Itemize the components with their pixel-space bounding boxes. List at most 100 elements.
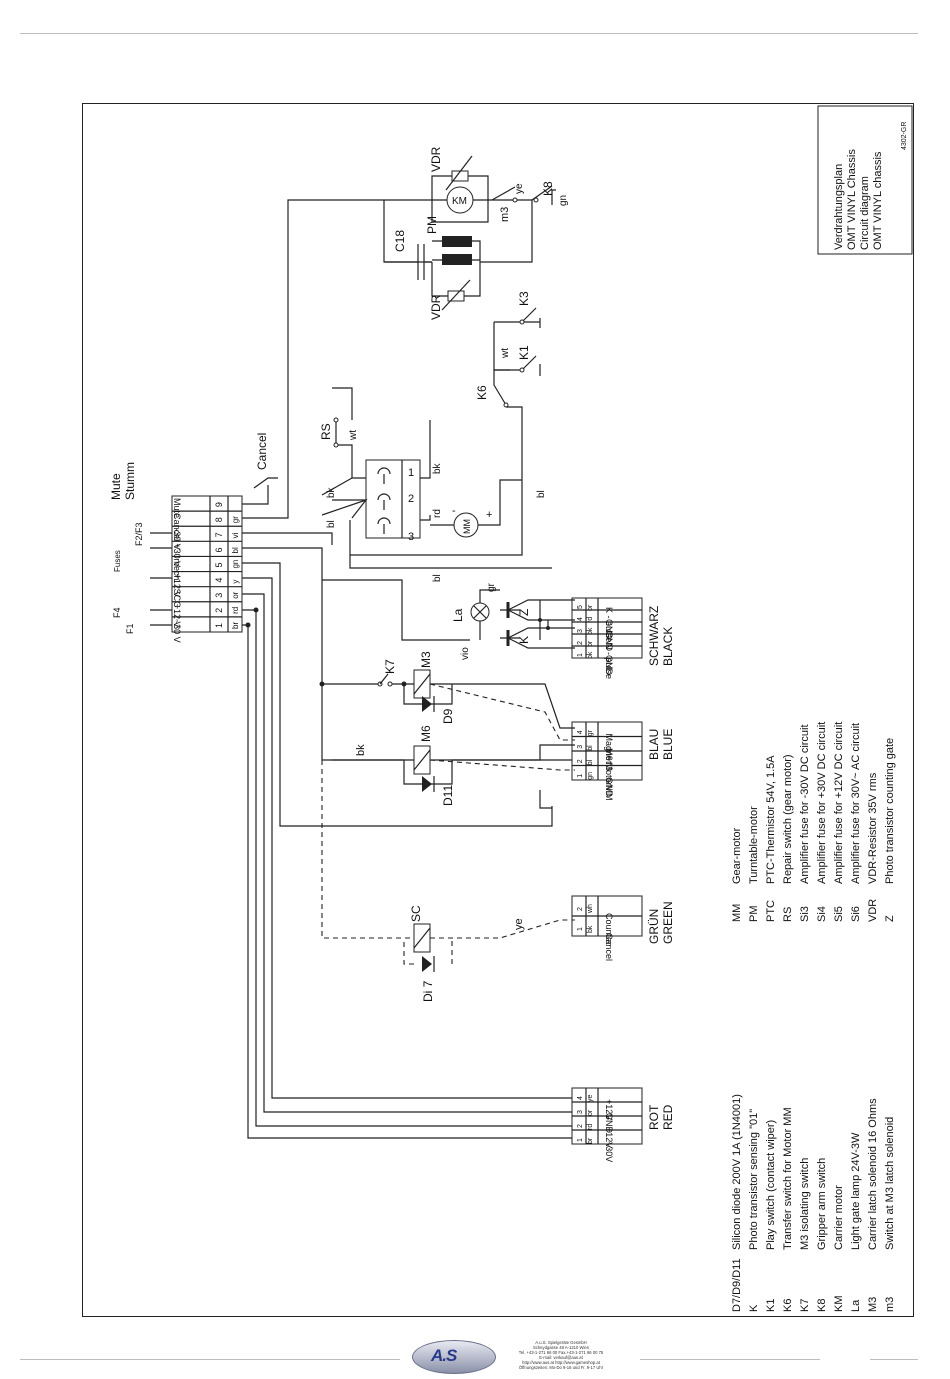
main-pin-3: 3 — [214, 593, 224, 598]
fuse-f2f3: F2/F3 — [134, 522, 144, 546]
wire-gr-cancel — [240, 199, 384, 519]
main-label-8: Cancel — [172, 513, 182, 541]
main-pin-7: 7 — [214, 532, 224, 537]
rot-color-2: rd — [587, 1124, 594, 1130]
legend-left-code-9: m3 — [884, 1297, 896, 1312]
cancel-label: Cancel — [255, 433, 269, 470]
legend-left-text-7: Light gate lamp 24V-3W — [850, 1132, 862, 1250]
schwarz-label-4: GND — [604, 619, 614, 640]
schwarz-pin-3: 3 — [577, 629, 584, 633]
blau-pin-1: 1 — [577, 774, 584, 778]
legend-right-text-9: Photo transistor counting gate — [884, 738, 896, 884]
main-color-3: or — [231, 591, 240, 598]
blau-color-3: bl — [587, 745, 594, 751]
main-color-7: vi — [231, 532, 240, 538]
legend-left-text-5: Gripper arm switch — [816, 1158, 828, 1250]
legend-left-code-4: K7 — [799, 1299, 811, 1312]
legend-right-code-8: VDR — [867, 899, 879, 922]
k3-label: K3 — [517, 291, 531, 306]
schwarz-label-3: GND — [604, 631, 614, 652]
schwarz-label-2: N - pulse — [604, 643, 614, 679]
gruen-label-1: Cancel — [604, 933, 614, 961]
legend-right-text-1: Turntable-motor — [748, 806, 760, 884]
wire-mute — [240, 485, 269, 505]
schwarz-pin-2: 2 — [577, 641, 584, 645]
main-pin-4: 4 — [214, 578, 224, 583]
wire-y-12v — [240, 577, 575, 1099]
title-block-text: Verdrahtungsplan OMT VINYL Chassis Circu… — [833, 149, 884, 250]
schwarz-label: SCHWARZ — [647, 606, 661, 666]
gear-switch-block — [365, 459, 421, 539]
title-line-3: Circuit diagram — [859, 176, 871, 250]
bottom-rule-far-right — [870, 1359, 918, 1360]
legend-left-text-3: Transfer switch for Motor MM — [782, 1107, 794, 1250]
sc-label: SC — [409, 905, 423, 922]
legend-right-text-3: Repair switch (gear motor) — [782, 754, 794, 884]
mm-label: MM — [462, 519, 472, 534]
main-pin-5: 5 — [214, 563, 224, 568]
wt-label-1: wt — [500, 348, 511, 359]
bl-label-1: bl — [326, 520, 337, 528]
legend-right-text-4: Amplifier fuse for -30V DC circuit — [799, 724, 811, 884]
black-label: BLACK — [661, 627, 675, 666]
di7-label: Di 7 — [421, 980, 435, 1002]
mm-plus: + — [486, 509, 492, 521]
rot-pin-4: 4 — [577, 1096, 584, 1100]
main-color-6: bl — [231, 547, 240, 553]
footer-line-1: A.u.S. Spielgeräte GesmbH — [535, 1340, 587, 1345]
green-label: GREEN — [661, 901, 675, 944]
legend-left-code-2: K1 — [765, 1299, 777, 1312]
z-label: Z — [517, 609, 531, 616]
schwarz-pin-5: 5 — [577, 605, 584, 609]
rot-label-4: +12V — [604, 1099, 614, 1120]
legend-right-text-0: Gear-motor — [731, 827, 743, 884]
m3-switch-label: m3 — [499, 207, 511, 222]
vdr-label-2: VDR — [429, 294, 443, 320]
wire-bl-30v — [240, 547, 575, 761]
blau-pin-2: 2 — [577, 759, 584, 763]
company-address: A.u.S. Spielgeräte GesmbH Scheydgasse 48… — [496, 1340, 626, 1370]
wire-br-30vac — [240, 624, 575, 1139]
gear-switch-contacts — [377, 467, 391, 534]
bottom-rule-right — [640, 1359, 820, 1360]
k6-label: K6 — [475, 385, 489, 400]
legend-left-text-2: Play switch (contact wiper) — [765, 1120, 777, 1250]
legend-left-code-7: La — [850, 1299, 862, 1312]
legend-right-code-3: RS — [782, 907, 794, 922]
legend-left-text-1: Photo transistor sensing "01" — [748, 1109, 760, 1250]
main-label-7: -30 V — [172, 528, 182, 550]
main-color-4: y — [231, 580, 240, 584]
mm-minus: - — [452, 505, 456, 517]
footer-line-2: Scheydgasse 48 A-1210 Wien — [532, 1345, 590, 1350]
m6-label: M6 — [419, 725, 433, 742]
wire-vi-m30v — [240, 532, 333, 545]
bk-label-2: bk — [432, 462, 443, 474]
gr-label: gr — [486, 582, 497, 592]
m3-coil-label: M3 — [419, 651, 433, 668]
wt-label-2: wt — [348, 430, 359, 441]
gn-label: gn — [558, 195, 569, 206]
blau-pin-4: 4 — [577, 730, 584, 734]
gruen-color-2: wh — [587, 904, 594, 914]
main-pin-2: 2 — [214, 608, 224, 613]
blau-pin-3: 3 — [577, 745, 584, 749]
wire-gn-mech — [240, 562, 553, 827]
gruen-label: GRÜN — [647, 909, 661, 944]
legend-left-code-0: D7/D9/D11 — [731, 1258, 743, 1312]
d9-label: D9 — [441, 708, 455, 724]
rot-pin-1: 1 — [577, 1138, 584, 1142]
red-label: RED — [661, 1104, 675, 1130]
legend-left-code-8: M3 — [867, 1297, 879, 1312]
schwarz-pin-1: 1 — [577, 653, 584, 657]
blau-label: BLAU — [647, 729, 661, 760]
schwarz-label-5: K - pulse — [604, 607, 614, 643]
rot-color-1: br — [587, 1137, 594, 1144]
wire-or-gnd — [240, 593, 575, 1113]
wire-cancel-lead — [253, 477, 278, 489]
footer-line-5: http://www.aus.at http://www.gameshop.at — [522, 1360, 600, 1365]
bl-label-2: bl — [432, 574, 443, 582]
legend-right-text-2: PTC-Thermistor 54V, 1.5A — [765, 755, 777, 884]
rs-label: RS — [319, 423, 333, 440]
blau-color-1: gn — [587, 772, 594, 780]
